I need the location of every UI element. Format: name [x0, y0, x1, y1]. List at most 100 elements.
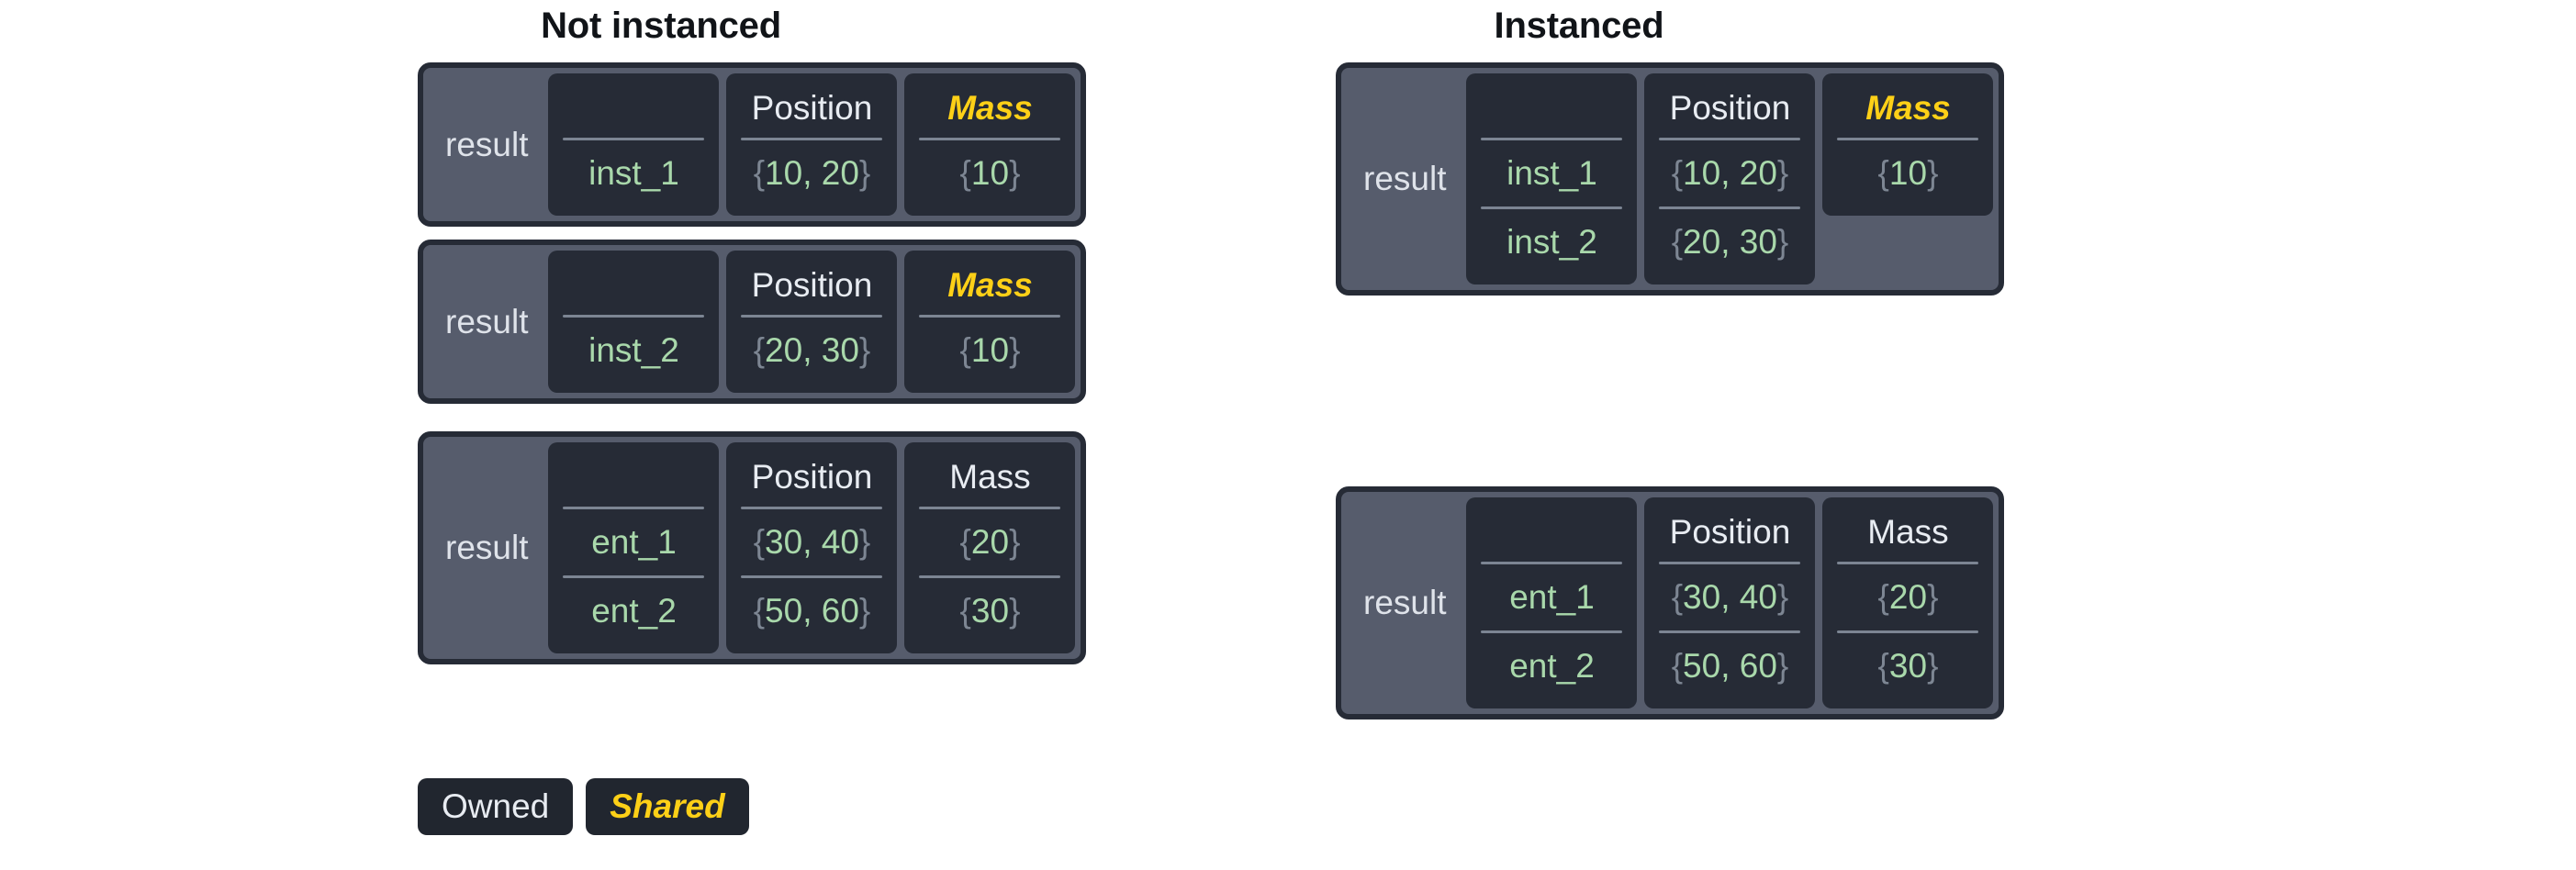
column-header-position: Position: [751, 265, 873, 304]
header-rule: [919, 315, 1061, 318]
row-rule: [741, 575, 883, 578]
cell-mass: {10}: [1877, 153, 1939, 192]
column-header-name: [563, 258, 704, 311]
legend: Owned Shared: [418, 778, 749, 835]
column-header-name: [563, 450, 704, 503]
table-columns: ent_1 ent_2 Position {30, 40} {50, 60} M…: [548, 442, 1076, 653]
table-columns: inst_2 Position {20, 30} Mass {10}: [548, 251, 1076, 393]
cell-name: ent_1: [1509, 577, 1595, 616]
cell-position: {10, 20}: [1671, 153, 1789, 192]
table-column-position: Position {30, 40} {50, 60}: [1644, 497, 1816, 708]
row-rule: [1659, 206, 1801, 209]
cell-position: {20, 30}: [1671, 222, 1789, 261]
column-header-position: Position: [751, 88, 873, 127]
cell-position: {20, 30}: [753, 330, 871, 369]
header-rule: [741, 315, 883, 318]
column-header-mass: Mass: [1865, 88, 1951, 127]
cell-position: {50, 60}: [1671, 646, 1789, 685]
column-header-mass: Mass: [1867, 512, 1949, 551]
table-column-name: ent_1 ent_2: [1466, 497, 1638, 708]
table-column-position: Position {20, 30}: [726, 251, 898, 393]
table-column-mass: Mass {10}: [904, 73, 1076, 216]
row-rule: [1837, 630, 1979, 633]
table-column-mass-shared: Mass {10}: [1822, 73, 1994, 216]
column-title-instanced: Instanced: [1494, 6, 1664, 46]
cell-position: {30, 40}: [753, 522, 871, 561]
cell-position: {30, 40}: [1671, 577, 1789, 616]
header-rule: [1837, 562, 1979, 564]
table-column-position: Position {10, 20}: [726, 73, 898, 216]
header-rule: [741, 138, 883, 140]
cell-name: ent_2: [1509, 646, 1595, 685]
cell-name: ent_2: [591, 591, 677, 630]
row-rule: [919, 575, 1061, 578]
panel-label: result: [1363, 160, 1447, 197]
header-rule: [919, 138, 1061, 140]
cell-name: ent_1: [591, 522, 677, 561]
cell-mass: {20}: [959, 522, 1021, 561]
table-column-mass: Mass {20} {30}: [904, 442, 1076, 653]
header-rule: [563, 507, 705, 509]
cell-mass: {10}: [959, 153, 1021, 192]
table-column-name: inst_1: [548, 73, 720, 216]
header-rule: [563, 315, 705, 318]
cell-mass: {20}: [1877, 577, 1939, 616]
table-column-name: inst_2: [548, 251, 720, 393]
stack-spacer: [1336, 308, 2004, 486]
column-title-not-instanced: Not instanced: [541, 6, 781, 46]
header-rule: [1481, 138, 1623, 140]
table-column-name: inst_1 inst_2: [1466, 73, 1638, 284]
cell-mass: {30}: [1877, 646, 1939, 685]
column-header-position: Position: [1669, 512, 1791, 551]
panel-label: result: [1363, 584, 1447, 621]
header-rule: [1659, 562, 1801, 564]
table-stack-instanced: result inst_1 inst_2 Position {10, 20}: [1336, 62, 2005, 732]
table-panel: result ent_1 ent_2 Position {30, 40}: [1336, 486, 2005, 719]
row-rule: [1659, 630, 1801, 633]
column-header-mass: Mass: [947, 88, 1033, 127]
column-header-mass: Mass: [949, 457, 1031, 496]
table-columns: inst_1 Position {10, 20} Mass {10}: [548, 73, 1076, 216]
legend-chip-owned[interactable]: Owned: [418, 778, 574, 835]
row-rule: [563, 575, 705, 578]
panel-label: result: [445, 125, 529, 163]
cell-name: inst_1: [588, 153, 679, 192]
header-rule: [919, 507, 1061, 509]
table-column-position: Position {30, 40} {50, 60}: [726, 442, 898, 653]
stack-spacer: [418, 417, 1086, 431]
panel-label: result: [445, 302, 529, 340]
header-rule: [1481, 562, 1623, 564]
table-column-name: ent_1 ent_2: [548, 442, 720, 653]
cell-name: inst_2: [1506, 222, 1597, 261]
legend-chip-shared[interactable]: Shared: [586, 778, 749, 835]
table-panel: result inst_1 inst_2 Position {10, 20}: [1336, 62, 2005, 296]
table-panel: result inst_1 Position {10, 20} Mass: [418, 62, 1087, 227]
cell-name: inst_2: [588, 330, 679, 369]
table-columns: inst_1 inst_2 Position {10, 20} {20, 30}…: [1466, 73, 1994, 284]
cell-mass: {30}: [959, 591, 1021, 630]
row-rule: [1481, 206, 1623, 209]
column-header-position: Position: [751, 457, 873, 496]
header-rule: [741, 507, 883, 509]
table-stack-not-instanced: result inst_1 Position {10, 20} Mass: [418, 62, 1087, 677]
table-panel: result inst_2 Position {20, 30} Mass: [418, 240, 1087, 404]
table-panel: result ent_1 ent_2 Position {30, 40}: [418, 431, 1087, 664]
header-rule: [563, 138, 705, 140]
column-header-mass: Mass: [947, 265, 1033, 304]
cell-mass: {10}: [959, 330, 1021, 369]
column-not-instanced: Not instanced result inst_1 Position {10…: [418, 0, 1299, 664]
column-header-name: [1481, 505, 1622, 558]
table-columns: ent_1 ent_2 Position {30, 40} {50, 60} M…: [1466, 497, 1994, 708]
table-column-mass: Mass {10}: [904, 251, 1076, 393]
cell-name: inst_1: [1506, 153, 1597, 192]
column-header-name: [563, 81, 704, 134]
column-header-name: [1481, 81, 1622, 134]
column-instanced: Instanced result inst_1 inst_2 Position: [1336, 0, 2217, 719]
column-header-position: Position: [1669, 88, 1791, 127]
table-column-mass: Mass {20} {30}: [1822, 497, 1994, 708]
panel-label: result: [445, 529, 529, 566]
row-rule: [1481, 630, 1623, 633]
cell-position: {50, 60}: [753, 591, 871, 630]
table-column-position: Position {10, 20} {20, 30}: [1644, 73, 1816, 284]
